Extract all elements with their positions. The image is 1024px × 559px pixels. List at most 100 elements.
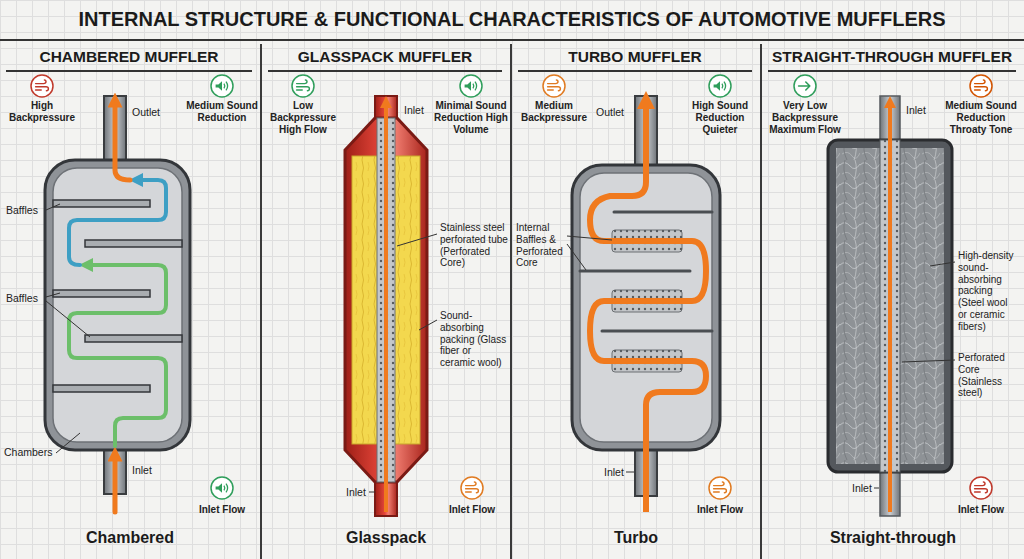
panel-heading-bar: STRAIGHT-THROUGH MUFFLER <box>768 48 1016 72</box>
leader-line <box>369 234 437 492</box>
muffler-name: Glasspack <box>262 528 510 547</box>
part-label: Inlet <box>404 104 434 116</box>
feature-label: Inlet Flow <box>434 504 510 516</box>
panel-footer: Straight-through <box>762 528 1024 547</box>
leader-line <box>46 204 60 210</box>
part-label: Inlet <box>906 104 936 116</box>
baffle-plate <box>53 290 150 297</box>
glasspack-muffler <box>375 96 397 516</box>
panel-heading: STRAIGHT-THROUGH MUFFLER <box>772 48 1012 67</box>
leader-line <box>567 236 634 472</box>
chambered-muffler <box>53 168 182 442</box>
panel-footer: Glasspack <box>262 528 510 547</box>
part-label: Inlet <box>132 464 162 476</box>
feature-label: High Backpressure <box>4 100 80 124</box>
backpressure-icon <box>292 75 314 97</box>
feature-label: Minimal Sound Reduction High Volume <box>432 100 510 135</box>
panel-heading: GLASSPACK MUFFLER <box>298 48 473 67</box>
flow-arrow <box>69 265 166 446</box>
leader-line <box>46 204 90 453</box>
part-label: Baffles <box>6 204 46 216</box>
baffle-plate <box>53 200 182 392</box>
backpressure-icon <box>548 80 561 91</box>
feature-label: Inlet Flow <box>186 504 258 516</box>
glasspack-muffler <box>345 96 437 516</box>
part-label: High-density sound-absorbing packing (St… <box>958 250 1018 333</box>
leader-line <box>874 488 879 489</box>
baffle-wall <box>580 270 690 273</box>
inlet-flow-icon <box>216 483 228 493</box>
title-bar: INTERNAL STRUCTURE & FUNCTIONAL CHARACTE… <box>0 8 1024 31</box>
inlet-flow-icon <box>714 482 727 493</box>
leader-line <box>874 262 955 488</box>
title-rule <box>0 39 1024 41</box>
baffle-plate <box>53 385 150 392</box>
feature-label: Medium Sound Reduction Throaty Tone <box>942 100 1020 135</box>
panel-heading-bar: GLASSPACK MUFFLER <box>268 48 502 72</box>
leader-line <box>626 472 634 473</box>
flow-arrow <box>115 100 130 180</box>
muffler-name: Chambered <box>0 528 260 547</box>
panel-heading-bar: CHAMBERED MUFFLER <box>6 48 252 72</box>
inlet-flow-icon <box>461 477 483 499</box>
feature-label: Medium Backpressure <box>516 100 592 124</box>
feature-label: Inlet Flow <box>682 504 758 516</box>
feature-label: Low Backpressure High Flow <box>264 100 342 135</box>
baffle-wall <box>614 211 712 214</box>
sound-icon <box>211 75 233 97</box>
leader-line <box>46 301 90 337</box>
sound-icon <box>975 80 988 91</box>
part-label: Inlet <box>346 486 372 498</box>
straight-through-muffler <box>880 96 900 516</box>
inlet-flow-icon <box>970 477 992 499</box>
panel-heading: TURBO MUFFLER <box>568 48 701 67</box>
backpressure-icon <box>36 80 49 91</box>
part-label: Perforated Core (Stainless steel) <box>958 352 1018 399</box>
panel-heading: CHAMBERED MUFFLER <box>39 48 218 67</box>
sound-icon <box>709 75 731 97</box>
panel-footer: Turbo <box>512 528 760 547</box>
chambered-muffler <box>45 96 190 512</box>
leader-line <box>567 236 612 240</box>
backpressure-icon <box>297 80 310 91</box>
flow-arrow <box>590 100 706 512</box>
sound-icon <box>714 81 726 91</box>
feature-label: Very Low Backpressure Maximum Flow <box>766 100 844 135</box>
inlet-flow-icon <box>975 482 988 493</box>
feature-label: Medium Sound Reduction <box>186 100 258 124</box>
baffle-plate <box>85 335 182 342</box>
leader-line <box>419 320 437 330</box>
sound-icon <box>460 75 482 97</box>
part-label: Outlet <box>596 106 632 118</box>
backpressure-icon <box>794 75 816 97</box>
inlet-flow-icon <box>211 477 233 499</box>
part-label: Outlet <box>132 106 172 118</box>
feature-label: High Sound Reduction Quieter <box>682 100 758 135</box>
flow-arrow <box>113 454 118 512</box>
sound-icon <box>211 75 992 97</box>
backpressure-icon <box>31 75 816 97</box>
part-label: Inlet <box>604 466 632 478</box>
backpressure-icon <box>799 82 810 90</box>
leader-line <box>902 360 955 362</box>
flow-arrow <box>384 102 388 512</box>
chambered-muffler <box>45 160 190 450</box>
inlet-flow-icon <box>466 482 479 493</box>
sound-icon <box>970 75 992 97</box>
leader-line <box>369 492 375 493</box>
baffle-plate <box>85 240 182 247</box>
backpressure-icon <box>543 75 565 97</box>
muffler-name: Turbo <box>512 528 760 547</box>
inlet-flow-icon <box>211 477 992 499</box>
baffle-wall <box>602 330 712 333</box>
backpressure-icon <box>31 75 53 97</box>
leader-line <box>930 262 955 266</box>
flow-arrow <box>888 102 892 512</box>
sound-icon <box>216 81 228 91</box>
panel-heading-bar: TURBO MUFFLER <box>518 48 752 72</box>
leader-line <box>56 433 80 453</box>
panel-footer: Chambered <box>0 528 260 547</box>
